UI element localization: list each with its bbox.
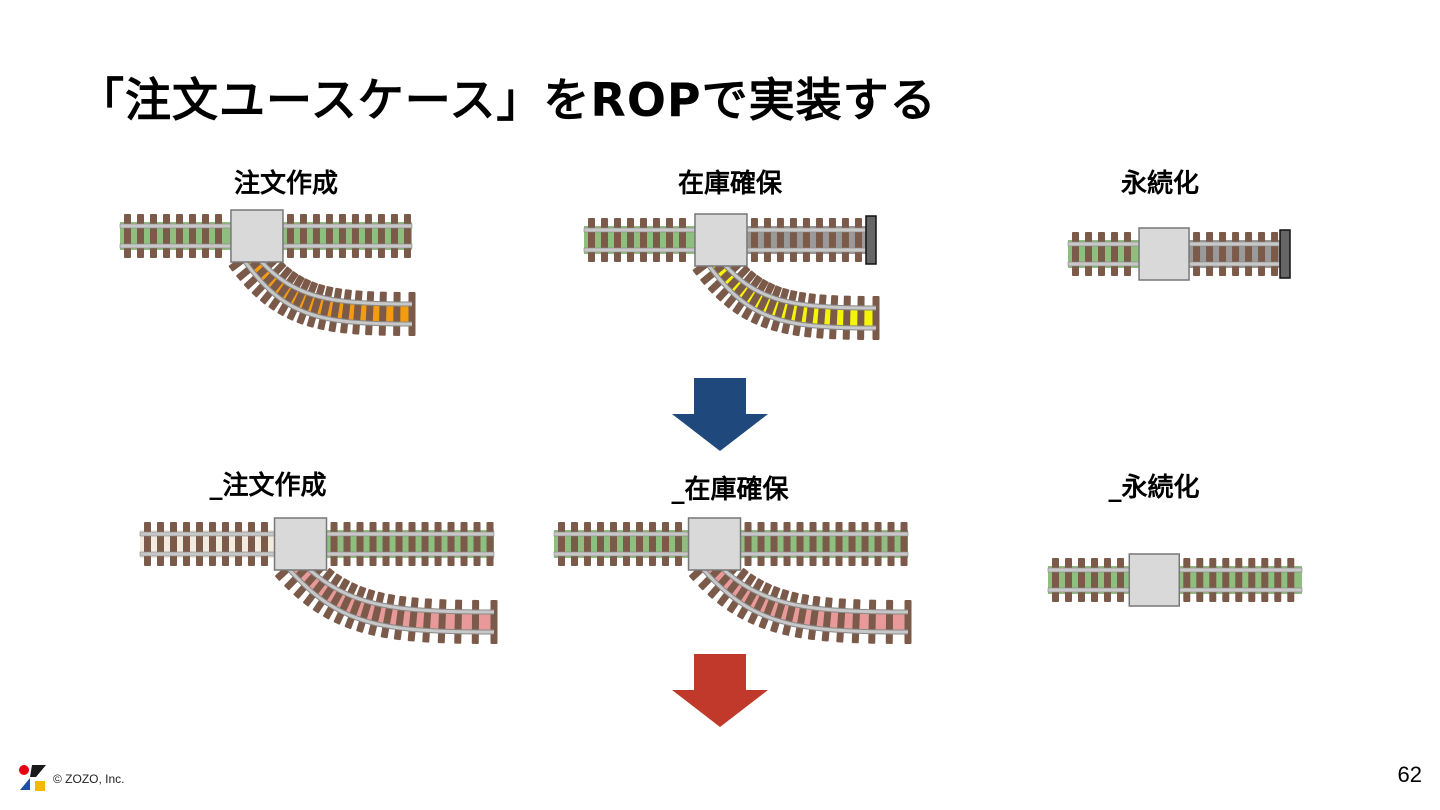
- branch-track: [228, 234, 416, 337]
- buffer-stop: [865, 215, 877, 265]
- track-order-create-rop: [139, 517, 498, 645]
- label-persist: 永続化: [1120, 169, 1200, 199]
- track-segment: [583, 218, 696, 262]
- label-order-create: 注文作成: [233, 169, 339, 199]
- track-segment: [1047, 558, 1130, 602]
- switch-box: [1128, 553, 1181, 607]
- buffer-stop: [1279, 229, 1291, 279]
- switch-box: [1138, 227, 1190, 281]
- label-stock-reserve: 在庫確保: [677, 169, 783, 199]
- down-arrow-blue-icon: [672, 378, 768, 451]
- track-segment: [282, 214, 413, 258]
- branch-track: [275, 542, 498, 645]
- track-segment: [119, 214, 232, 258]
- switch-box: [694, 213, 748, 267]
- track-order-create: [119, 209, 416, 337]
- switch-box: [230, 209, 284, 263]
- track-segment: [326, 522, 495, 566]
- track-segment: [553, 522, 689, 566]
- label-persist-rop: _永続化: [1108, 473, 1200, 503]
- track-segment: [740, 522, 909, 566]
- track-stock-reserve: [583, 213, 880, 341]
- copyright-text: © ZOZO, Inc.: [53, 772, 125, 786]
- down-arrow-red-icon: [672, 654, 768, 727]
- zozo-logo-icon: [19, 765, 46, 791]
- track-segment: [1188, 232, 1283, 276]
- track-persist-rop: [1047, 553, 1303, 607]
- track-segment: [1067, 232, 1140, 276]
- label-order-create-rop: _注文作成: [209, 471, 327, 501]
- track-stock-reserve-rop: [553, 517, 912, 645]
- switch-box: [273, 517, 328, 571]
- track-segment: [139, 522, 275, 566]
- page-number: 62: [1397, 762, 1422, 787]
- branch-track: [692, 238, 880, 341]
- track-persist: [1067, 227, 1291, 281]
- page-title: 「注文ユースケース」をROPで実装する: [78, 73, 937, 127]
- track-segment: [1178, 558, 1303, 602]
- switch-box: [687, 517, 742, 571]
- label-stock-reserve-rop: _在庫確保: [671, 475, 789, 505]
- track-segment: [746, 218, 869, 262]
